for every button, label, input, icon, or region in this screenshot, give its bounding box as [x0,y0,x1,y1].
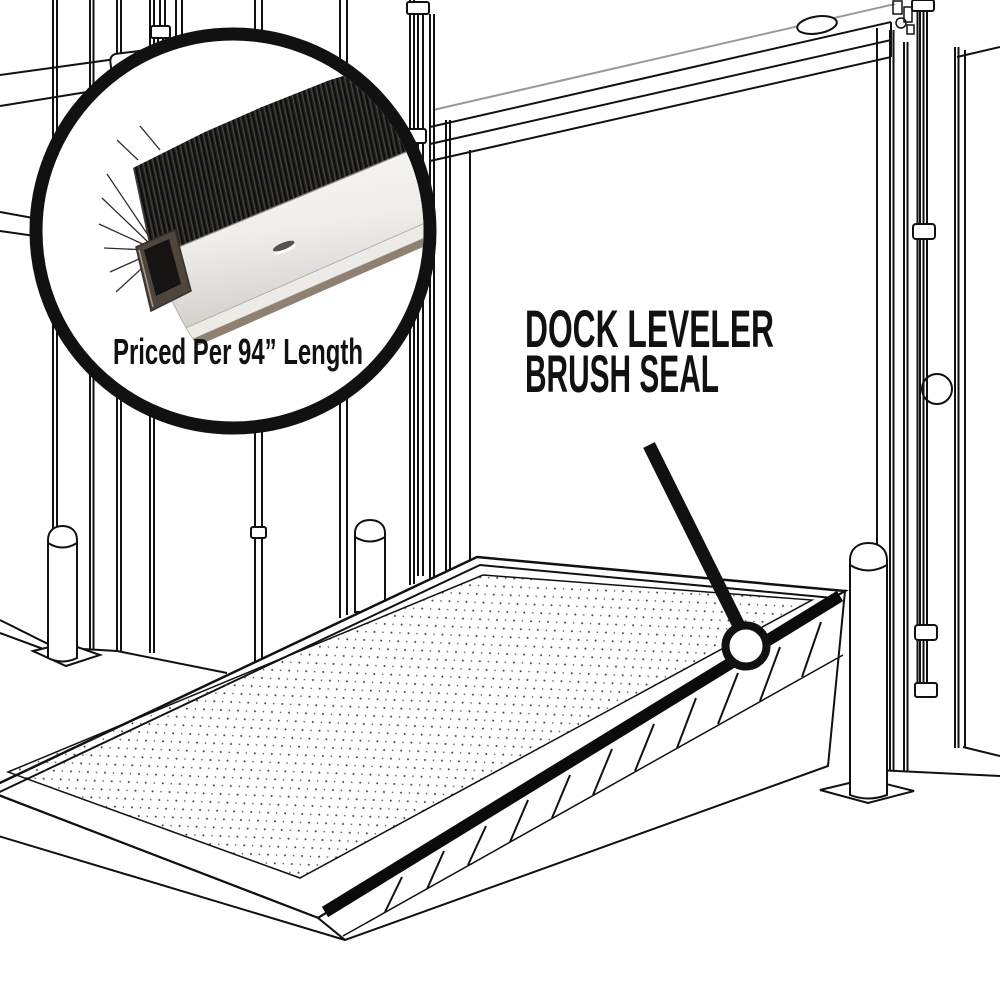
dock-leveler-ramp [0,555,849,942]
pointer-line [643,442,747,633]
corner-bracket [892,0,915,35]
floor-edge-right [876,769,1000,777]
ramp-front-face [0,794,346,941]
annotation-line-1: DOCK LEVELER [525,300,774,359]
annotation-line-2: BRUSH SEAL [525,345,719,404]
rod-cap [150,25,171,39]
track-clip-icon [914,624,938,641]
pointer-marker [721,621,771,671]
door-track-right [876,0,1000,777]
flange-edge [193,222,424,346]
retainer-bottom-flange [185,209,424,340]
bollard-middle [354,518,386,613]
inset-caption: Priced Per 94” Length [113,331,363,372]
callout-pointer [643,442,771,671]
screw-slot [272,240,296,255]
door-handle-slot [796,15,838,35]
bollard-right [819,541,915,805]
bollard-left [29,524,104,668]
wall-bracket [250,526,267,539]
overhead-door [404,0,896,585]
rod-foot [914,682,938,698]
door-pull-ring [921,373,953,405]
annotation-label: DOCK LEVELER BRUSH SEAL [525,300,774,404]
detail-inset: Priced Per 94” Length [29,27,437,435]
ramp-tread-texture [5,574,815,879]
safety-stripe-hatching [384,621,822,913]
track-clip-icon [912,223,936,240]
floor-edge-left [0,619,228,674]
